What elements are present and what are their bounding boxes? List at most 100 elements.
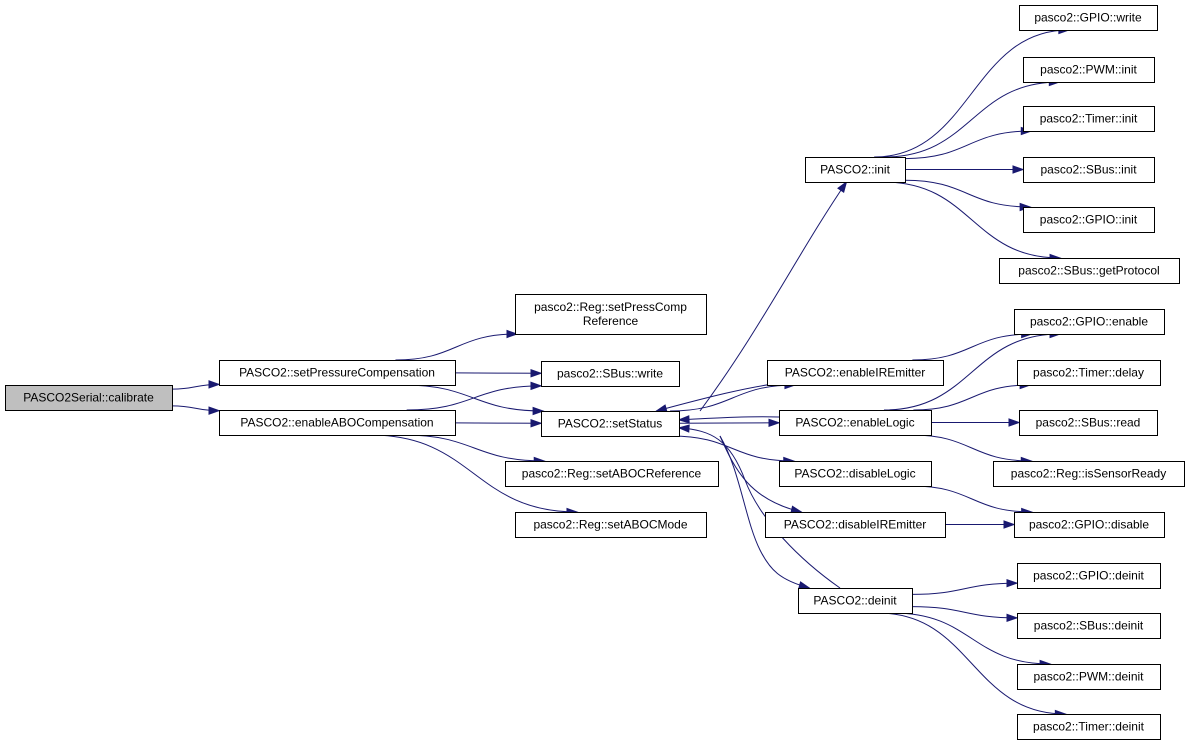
node-box [1014, 512, 1165, 538]
node-label: pasco2::SBus::deinit [1034, 619, 1144, 633]
edge-calibrate-to-setPressureCompensation [171, 380, 221, 390]
node-label: pasco2::GPIO::enable [1030, 315, 1148, 329]
node-box [1017, 563, 1161, 589]
node-gpioWrite[interactable]: pasco2::GPIO::write [1019, 5, 1158, 31]
edge-enableIREmitter-to-gpioEnable [912, 329, 1034, 361]
edge-line [719, 435, 802, 513]
node-box [1014, 309, 1165, 335]
node-label: pasco2::GPIO::write [1034, 11, 1142, 25]
node-box [1019, 5, 1158, 31]
node-box [779, 410, 932, 436]
arrowhead [768, 418, 781, 428]
node-gpioInit[interactable]: pasco2::GPIO::init [1023, 207, 1155, 233]
node-box [219, 410, 456, 436]
node-timerDelay[interactable]: pasco2::Timer::delay [1017, 360, 1161, 386]
node-label: pasco2::Reg::setABOCReference [522, 467, 702, 481]
edge-deinit-to-sbusDeinit [911, 606, 1019, 623]
edge-deinit-to-gpioDeinit [911, 578, 1019, 595]
node-calibrate[interactable]: PASCO2Serial::calibrate [5, 385, 173, 411]
edge-init-to-gpioInit [904, 179, 1032, 212]
node-label: PASCO2::disableIREmitter [784, 518, 927, 532]
node-pwmDeinit[interactable]: pasco2::PWM::deinit [1017, 664, 1161, 690]
node-setStatus[interactable]: PASCO2::setStatus [541, 411, 680, 437]
node-deinit[interactable]: PASCO2::deinit [798, 588, 913, 614]
edge-line [719, 435, 810, 589]
node-label: pasco2::Timer::deinit [1033, 720, 1145, 734]
node-disableLogic[interactable]: PASCO2::disableLogic [779, 461, 932, 487]
edge-line [912, 333, 1032, 361]
node-label: PASCO2::enableIREmitter [785, 366, 926, 380]
edge-line [904, 179, 1031, 208]
node-label: pasco2::SBus::write [557, 367, 663, 381]
node-sbusWrite[interactable]: pasco2::SBus::write [541, 361, 680, 387]
node-timerInit[interactable]: pasco2::Timer::init [1023, 106, 1155, 132]
node-box [5, 385, 173, 411]
node-label: PASCO2::disableLogic [794, 467, 915, 481]
edge-calibrate-to-enableABOCompensation [171, 405, 221, 415]
node-gpioDeinit[interactable]: pasco2::GPIO::deinit [1017, 563, 1161, 589]
node-box [993, 461, 1185, 487]
node-box [1023, 207, 1155, 233]
node-box [541, 361, 680, 387]
edge-disableLogic-to-gpioDisable [912, 485, 1034, 517]
node-label: pasco2::SBus::getProtocol [1018, 264, 1159, 278]
node-setABOCReference[interactable]: pasco2::Reg::setABOCReference [505, 461, 719, 487]
node-gpioDisable[interactable]: pasco2::GPIO::disable [1014, 512, 1165, 538]
node-box [1019, 410, 1158, 436]
arrowhead [532, 406, 545, 416]
node-box [767, 360, 944, 386]
node-sbusDeinit[interactable]: pasco2::SBus::deinit [1017, 613, 1161, 639]
node-label: pasco2::SBus::read [1036, 416, 1141, 430]
edge-setStatus-to-disableLogic [671, 435, 796, 466]
node-box [1023, 57, 1155, 83]
node-pwmInit[interactable]: pasco2::PWM::init [1023, 57, 1155, 83]
node-init[interactable]: PASCO2::init [805, 157, 906, 183]
edge-enableIREmitter-to-setStatus [654, 383, 774, 413]
node-box [1017, 714, 1161, 740]
edge-enableLogic-to-setStatus [677, 415, 780, 424]
node-sbusGetProtocol[interactable]: pasco2::SBus::getProtocol [999, 258, 1180, 284]
node-label: pasco2::GPIO::deinit [1033, 569, 1144, 583]
edge-line [912, 434, 1032, 462]
node-sbusRead[interactable]: pasco2::SBus::read [1019, 410, 1158, 436]
node-box [798, 588, 913, 614]
node-box [779, 461, 932, 487]
edge-line [370, 434, 577, 513]
edge-line [884, 81, 1060, 158]
node-label: PASCO2::init [820, 163, 890, 177]
node-enableABOCompensation[interactable]: PASCO2::enableABOCompensation [219, 410, 456, 436]
node-label: PASCO2::deinit [813, 594, 897, 608]
edge-enableABOCompensation-to-setStatus [454, 419, 543, 428]
node-isSensorReady[interactable]: pasco2::Reg::isSensorReady [993, 461, 1185, 487]
edge-line [678, 427, 841, 589]
edge-line [670, 384, 795, 412]
node-sbusInit[interactable]: pasco2::SBus::init [1023, 157, 1155, 183]
node-enableLogic[interactable]: PASCO2::enableLogic [779, 410, 932, 436]
arrowhead [208, 406, 221, 415]
node-setPressureCompensation[interactable]: PASCO2::setPressureCompensation [219, 360, 456, 386]
edge-line [404, 434, 545, 462]
edge-line [911, 582, 1018, 595]
arrowhead [677, 424, 690, 433]
arrowhead [1006, 613, 1019, 623]
node-setABOCMode[interactable]: pasco2::Reg::setABOCMode [515, 512, 707, 538]
node-disableIREmitter[interactable]: PASCO2::disableIREmitter [765, 512, 946, 538]
edge-line [913, 384, 1031, 411]
node-timerDeinit[interactable]: pasco2::Timer::deinit [1017, 714, 1161, 740]
arrowhead [208, 380, 221, 389]
node-label: pasco2::SBus::init [1040, 163, 1137, 177]
edge-line [699, 181, 847, 412]
edge-line [406, 385, 542, 411]
node-label: PASCO2Serial::calibrate [23, 391, 154, 405]
arrowhead [837, 180, 848, 194]
arrowhead [1003, 520, 1016, 529]
edge-setPressureCompensation-to-sbusWrite [454, 369, 543, 378]
node-label: pasco2::Timer::init [1040, 112, 1138, 126]
node-gpioEnable[interactable]: pasco2::GPIO::enable [1014, 309, 1165, 335]
node-enableIREmitter[interactable]: PASCO2::enableIREmitter [767, 360, 944, 386]
node-label: PASCO2::setStatus [558, 417, 663, 431]
edge-init-to-gpioWrite [874, 25, 1071, 158]
edge-enableLogic-to-sbusRead [930, 418, 1021, 427]
node-box [515, 294, 707, 335]
